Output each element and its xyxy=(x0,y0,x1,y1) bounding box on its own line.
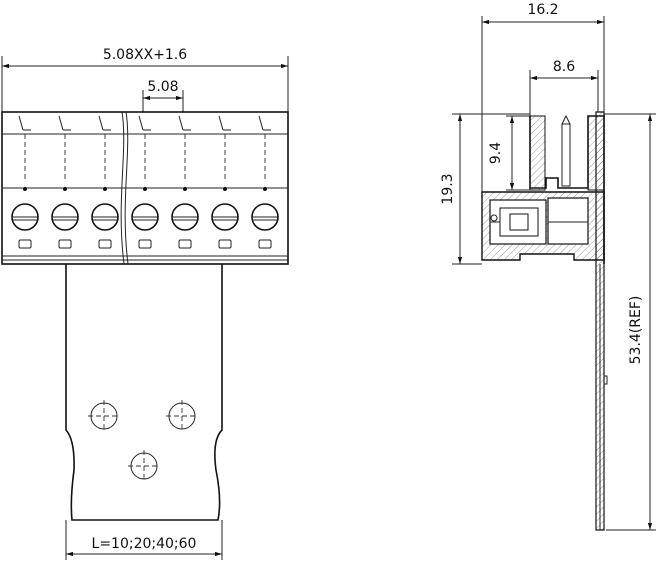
wire-entry xyxy=(58,239,72,249)
mounting-hole-right xyxy=(166,400,198,432)
body-height-label: 19.3 xyxy=(440,173,456,204)
pin-position xyxy=(11,115,39,249)
overall-width-dimension: 5.08XX+1.6 xyxy=(1,47,289,112)
wire-entry xyxy=(258,239,272,249)
pin-position xyxy=(251,115,279,249)
total-height-label: 53.4(REF) xyxy=(628,296,644,365)
upper-height-label: 9.4 xyxy=(488,142,504,164)
pin-dot xyxy=(23,187,27,191)
pin-position xyxy=(51,115,79,249)
side-view: 16.2 8.6 9.4 19.3 53.4(REF) xyxy=(440,2,656,531)
top-width-label: 16.2 xyxy=(527,2,558,18)
wire-entry xyxy=(178,239,192,249)
pin-position xyxy=(131,115,159,249)
pin-dot xyxy=(63,187,67,191)
overall-width-label: 5.08XX+1.6 xyxy=(103,47,187,63)
body-height-dimension: 19.3 xyxy=(440,113,530,265)
total-height-dimension: 53.4(REF) xyxy=(604,113,656,531)
pitch-label: 5.08 xyxy=(147,79,178,95)
front-view: 5.08XX+1.6 5.08 L=10;20;40;60 xyxy=(1,47,289,560)
mounting-hole-bottom xyxy=(128,450,160,482)
pin-dot xyxy=(183,187,187,191)
connector-side-profile xyxy=(481,111,608,531)
inner-width-label: 8.6 xyxy=(553,59,575,75)
length-label: L=10;20;40;60 xyxy=(92,536,197,552)
pin-dot xyxy=(143,187,147,191)
pin-array xyxy=(11,115,279,249)
pin-position xyxy=(171,115,199,249)
mounting-hole-left xyxy=(88,400,120,432)
wire-entry xyxy=(98,239,112,249)
wire-entry xyxy=(138,239,152,249)
pitch-dimension: 5.08 xyxy=(142,79,184,112)
pin-position xyxy=(91,115,119,249)
upper-height-dimension: 9.4 xyxy=(488,115,530,191)
wire-entry xyxy=(218,239,232,249)
wire-entry xyxy=(18,239,32,249)
inner-width-dimension: 8.6 xyxy=(529,59,599,118)
pin-position xyxy=(211,115,239,249)
pin-dot xyxy=(103,187,107,191)
wire-tab: L=10;20;40;60 xyxy=(65,264,223,560)
top-width-dimension: 16.2 xyxy=(481,2,605,192)
pin-dot xyxy=(223,187,227,191)
pin-dot xyxy=(263,187,267,191)
